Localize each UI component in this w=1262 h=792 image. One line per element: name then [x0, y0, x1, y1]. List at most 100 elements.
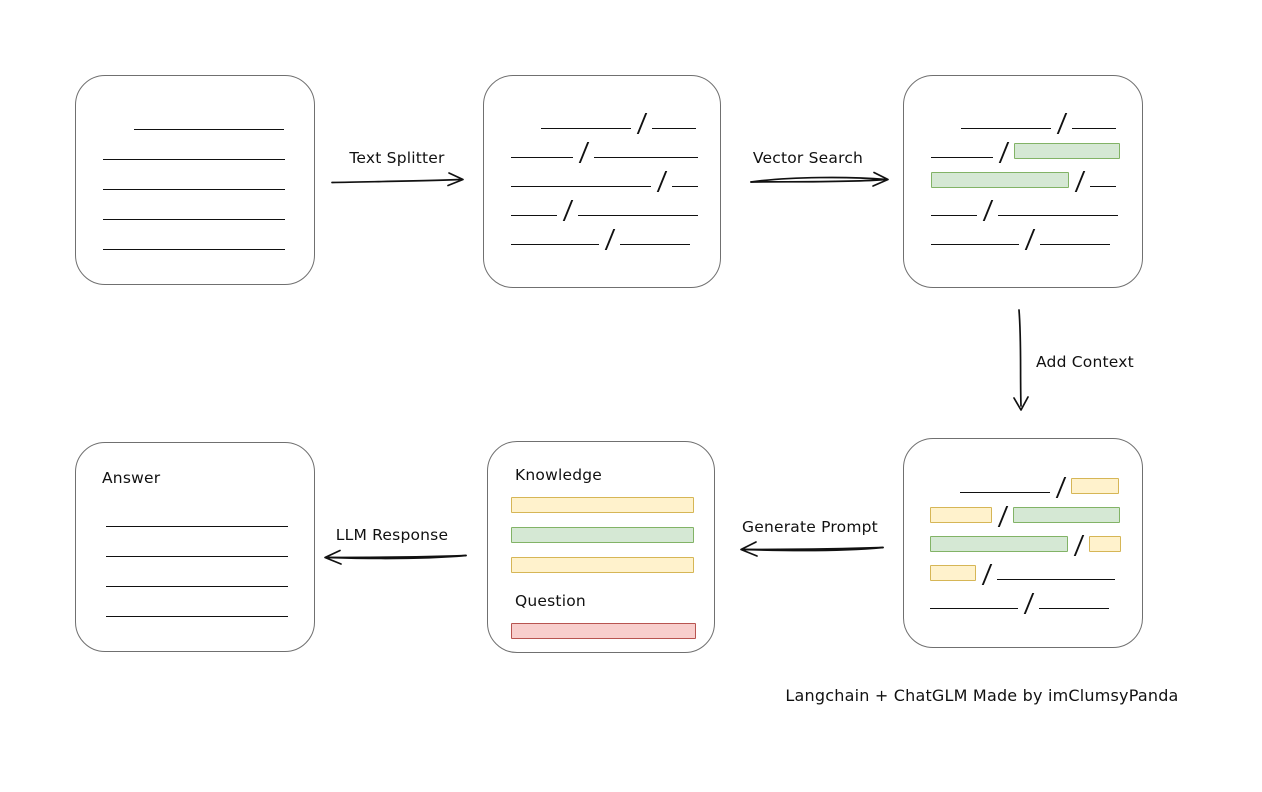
- text-line-segment: [594, 156, 698, 158]
- generate-prompt-arrow: [740, 541, 884, 557]
- llm-response-arrow: [324, 549, 467, 565]
- text-line-segment: [931, 156, 993, 158]
- diagram-row: [106, 527, 314, 557]
- diagram-row: [931, 158, 1142, 188]
- diagram-row: [930, 522, 1142, 552]
- text-line-segment: [106, 555, 288, 557]
- slash-separator: [635, 113, 648, 134]
- diagram-row: [106, 497, 314, 527]
- slash-separator: [1022, 593, 1035, 614]
- text-line-segment: [930, 607, 1018, 609]
- text-line-segment: [134, 128, 284, 130]
- text-line-segment: [1040, 243, 1110, 245]
- vector-search-results-box: [903, 75, 1143, 288]
- text-line-segment: [511, 156, 573, 158]
- add-context-label: Add Context: [1036, 353, 1134, 371]
- answer-box: Answer: [75, 442, 315, 652]
- diagram-row: [511, 616, 714, 646]
- slash-separator: [1023, 229, 1036, 250]
- text-splitter-arrow: [331, 172, 464, 187]
- knowledge-bars: [511, 490, 714, 580]
- diagram-row: [930, 493, 1142, 523]
- slash-separator: [1055, 113, 1068, 134]
- highlight-bar-green: [1014, 143, 1120, 159]
- generate-prompt-label: Generate Prompt: [742, 518, 878, 536]
- text-line-segment: [106, 615, 288, 617]
- diagram-row: [106, 557, 314, 587]
- highlight-bar-green: [931, 172, 1069, 188]
- highlight-bar-yellow: [1071, 478, 1119, 494]
- question-bar: [511, 616, 714, 646]
- add-context-arrow: [1013, 309, 1029, 411]
- text-line-segment: [1090, 185, 1116, 187]
- diagram-row: [106, 587, 314, 617]
- diagram-row: [103, 190, 314, 220]
- diagram-row: [103, 160, 314, 190]
- split-chunks-box: [483, 75, 721, 288]
- text-splitter-label: Text Splitter: [349, 149, 445, 167]
- text-line-segment: [103, 248, 285, 250]
- diagram-row: [930, 580, 1142, 609]
- highlight-bar-yellow: [1089, 536, 1121, 552]
- slash-separator: [980, 564, 993, 585]
- diagram-row: [511, 520, 714, 550]
- highlight-bar-green: [511, 527, 694, 543]
- slash-separator: [603, 229, 616, 250]
- slash-separator: [981, 200, 994, 221]
- answer-title: Answer: [102, 469, 161, 487]
- slash-separator: [996, 506, 1009, 527]
- text-line-segment: [961, 127, 1051, 129]
- text-line-segment: [672, 185, 698, 187]
- text-line-segment: [960, 491, 1050, 493]
- diagram-row: [931, 216, 1142, 245]
- text-line-segment: [997, 578, 1115, 580]
- text-line-segment: [1072, 127, 1116, 129]
- text-line-segment: [578, 214, 698, 216]
- text-line-segment: [511, 185, 651, 187]
- vector-search-arrow: [750, 171, 889, 187]
- text-line-segment: [931, 214, 977, 216]
- slash-separator: [997, 142, 1010, 163]
- diagram-row: [931, 100, 1142, 129]
- diagram-row: [930, 551, 1142, 581]
- text-line-segment: [998, 214, 1118, 216]
- slash-separator: [1073, 171, 1086, 192]
- diagram-row: [511, 100, 720, 129]
- text-line-segment: [1039, 607, 1109, 609]
- diagram-row: [103, 100, 314, 130]
- highlight-bar-green: [1013, 507, 1120, 523]
- knowledge-title: Knowledge: [515, 466, 603, 484]
- diagram-row: [931, 187, 1142, 216]
- diagram-row: [511, 550, 714, 580]
- vector-search-label: Vector Search: [752, 149, 864, 167]
- diagram-row: [511, 187, 720, 216]
- highlight-bar-yellow: [930, 565, 976, 581]
- text-line-segment: [511, 243, 599, 245]
- diagram-row: [931, 129, 1142, 159]
- highlight-bar-yellow: [511, 557, 694, 573]
- diagram-row: [103, 130, 314, 160]
- highlight-bar-yellow: [930, 507, 992, 523]
- slash-separator: [561, 200, 574, 221]
- slash-separator: [1054, 477, 1067, 498]
- text-line-segment: [103, 158, 285, 160]
- text-line-segment: [541, 127, 631, 129]
- highlight-bar-red: [511, 623, 696, 639]
- highlight-bar-green: [930, 536, 1068, 552]
- context-chunks-box: [903, 438, 1143, 648]
- text-line-segment: [511, 214, 557, 216]
- question-title: Question: [515, 592, 586, 610]
- diagram-row: [511, 216, 720, 245]
- diagram-row: [103, 220, 314, 250]
- text-line-segment: [106, 585, 288, 587]
- source-document-box: [75, 75, 315, 285]
- text-line-segment: [103, 188, 285, 190]
- diagram-row: [511, 490, 714, 520]
- diagram-row: [511, 158, 720, 187]
- text-line-segment: [620, 243, 690, 245]
- highlight-bar-yellow: [511, 497, 694, 513]
- diagram-row: [930, 464, 1142, 494]
- answer-lines: [106, 497, 314, 617]
- text-line-segment: [103, 218, 285, 220]
